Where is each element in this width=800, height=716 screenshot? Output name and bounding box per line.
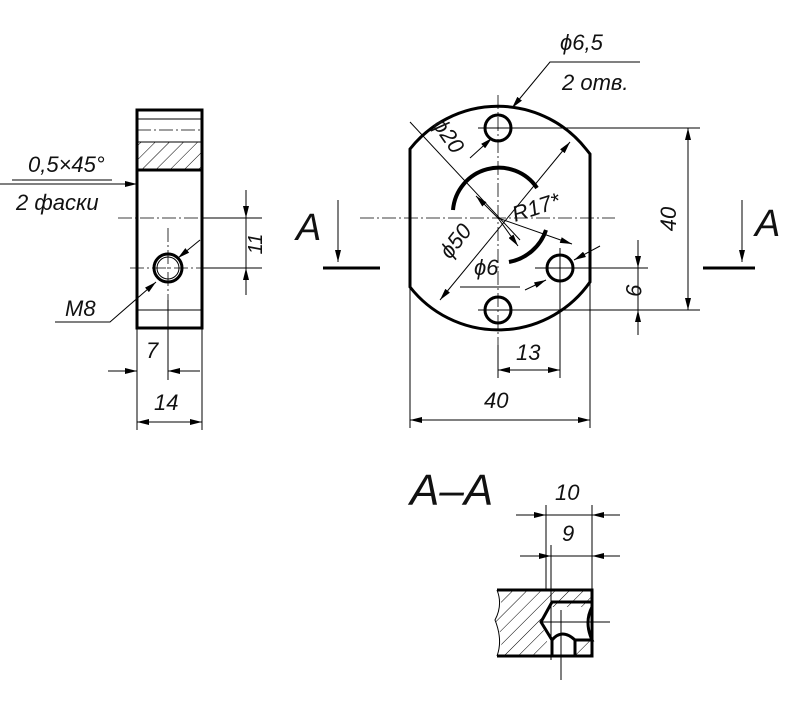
section-marks: A A	[294, 200, 780, 270]
hole-dia-label: ϕ6,5	[560, 30, 604, 55]
side-outline	[135, 108, 204, 330]
section-dim-10: 10	[555, 480, 580, 505]
front-view: ϕ6,5 2 отв. ϕ20 ϕ50 R17* ϕ6 40 9 13 40	[360, 30, 700, 428]
radius-label: R17*	[509, 187, 565, 226]
dim-14: 14	[154, 390, 178, 415]
dim-9: 9	[621, 284, 646, 296]
thread-label: M8	[65, 296, 96, 321]
dim-11: 11	[245, 234, 267, 255]
section-dim-9: 9	[562, 521, 574, 546]
dia-50-label: ϕ50	[434, 218, 477, 263]
dim-40-horizontal: 40	[484, 388, 509, 413]
dim-40-vertical: 40	[656, 206, 681, 231]
section-title: A–A	[407, 466, 493, 515]
dia-20-label: ϕ20	[428, 114, 470, 159]
section-mark-left: A	[294, 207, 321, 249]
dim-7: 7	[146, 338, 159, 363]
section-mark-right: A	[753, 203, 780, 245]
chamfer-note: 2 фаски	[15, 190, 99, 215]
side-hatch	[136, 141, 203, 171]
dim-13: 13	[516, 340, 541, 365]
dia-6-label: ϕ6	[474, 255, 499, 280]
threaded-hole	[152, 252, 184, 284]
section-view: A–A 10 9	[407, 466, 620, 680]
chamfer-label: 0,5×45°	[28, 152, 105, 177]
side-view: 11 0,5×45° 2 фаски M8 7 14	[0, 108, 267, 430]
hole-count-label: 2 отв.	[561, 70, 629, 95]
